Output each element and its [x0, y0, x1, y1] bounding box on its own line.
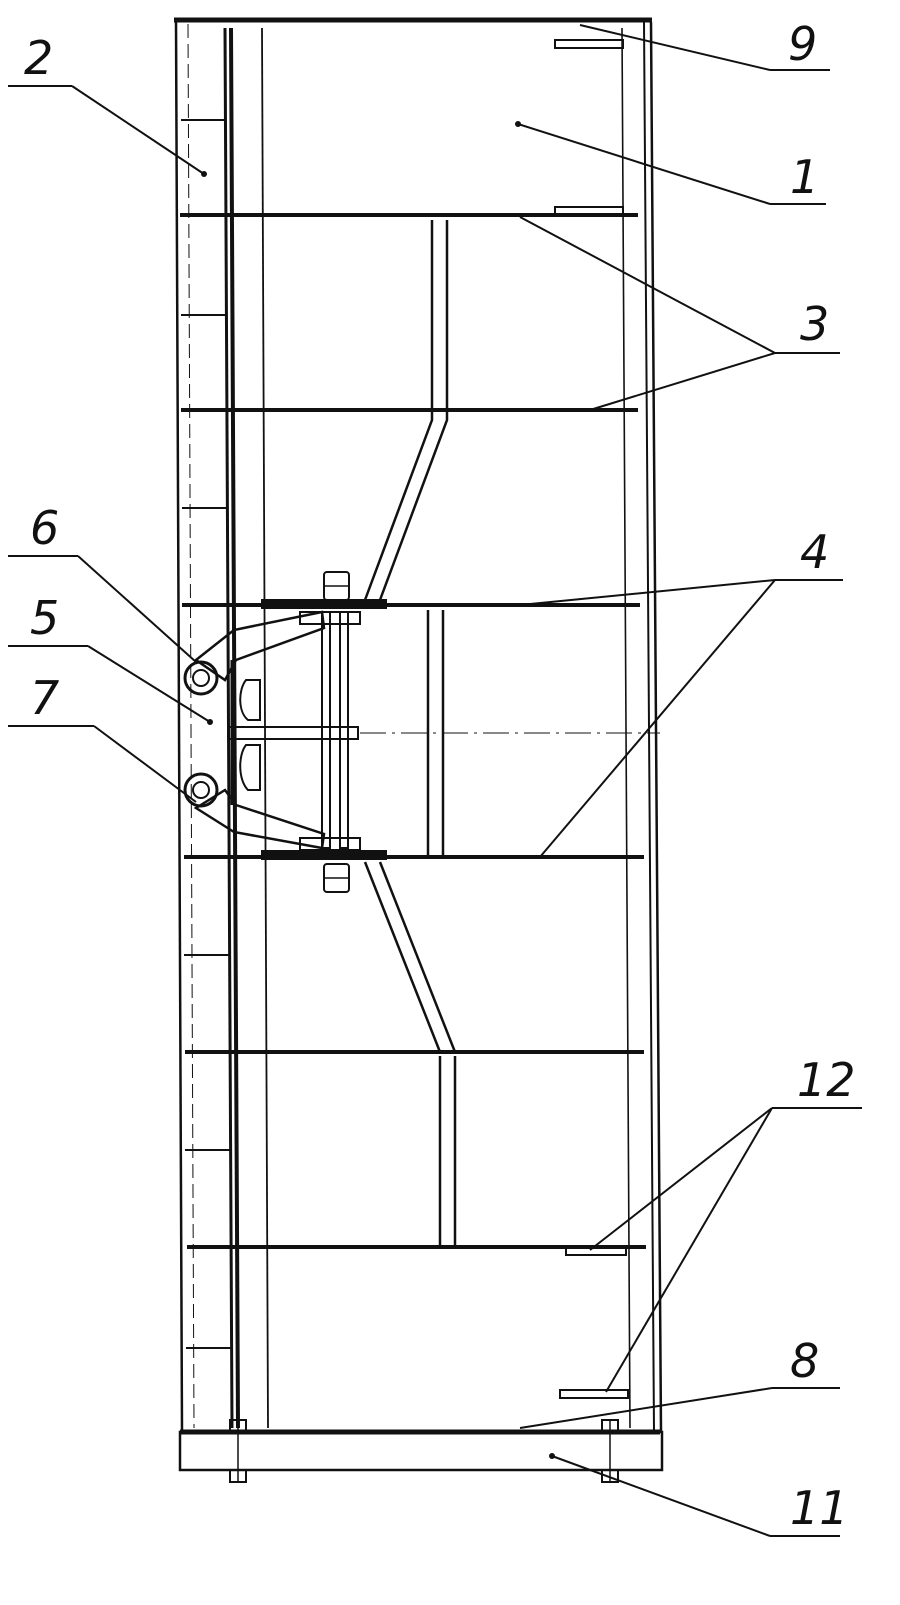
callout-label-9: 9	[788, 17, 817, 71]
callout-labels: 9 1 2 3 4 6 5 7 12 8 11	[24, 17, 856, 1535]
tabs	[554, 39, 629, 1399]
callout-label-2: 2	[24, 31, 53, 85]
callout-label-3: 3	[800, 297, 829, 351]
crossbars	[180, 213, 646, 1249]
callout-label-12: 12	[797, 1053, 856, 1107]
callout-label-4: 4	[800, 525, 829, 579]
callout-label-1: 1	[790, 150, 819, 204]
callout-label-5: 5	[30, 591, 59, 645]
callout-label-7: 7	[30, 671, 59, 725]
base-plate	[178, 1419, 664, 1483]
leader-dots	[201, 121, 555, 1459]
callout-label-8: 8	[790, 1334, 819, 1388]
hinge-assembly	[183, 571, 660, 893]
right-rail	[621, 27, 631, 1429]
callout-label-11: 11	[790, 1481, 849, 1535]
leader-lines	[8, 24, 862, 1537]
callout-label-6: 6	[30, 501, 59, 555]
